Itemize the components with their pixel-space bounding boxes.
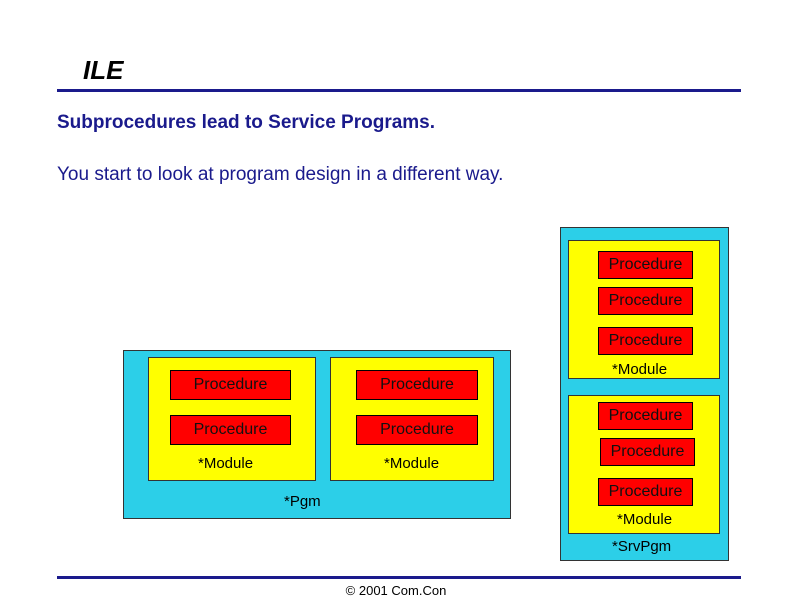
program-label: *Pgm [284,493,321,510]
slide-title: ILE [83,55,124,85]
procedure: Procedure [600,438,695,466]
footer-copyright: © 2001 Com.Con [345,583,447,598]
procedure: Procedure [598,287,693,315]
service-program-label: *SrvPgm [612,538,672,555]
module-label: *Module [384,455,440,472]
procedure: Procedure [356,415,478,445]
procedure: Procedure [598,402,693,430]
module-label: *Module [198,455,254,472]
module-label: *Module [612,361,668,378]
title-rule [57,89,741,92]
procedure: Procedure [170,415,291,445]
bullet-line-2: You start to look at program design in a… [57,164,504,185]
procedure: Procedure [598,327,693,355]
procedure: Procedure [598,251,693,279]
footer-rule [57,576,741,579]
bullet-line-1: Subprocedures lead to Service Programs. [57,112,436,133]
procedure: Procedure [170,370,291,400]
procedure: Procedure [356,370,478,400]
module-label: *Module [617,511,673,528]
procedure: Procedure [598,478,693,506]
